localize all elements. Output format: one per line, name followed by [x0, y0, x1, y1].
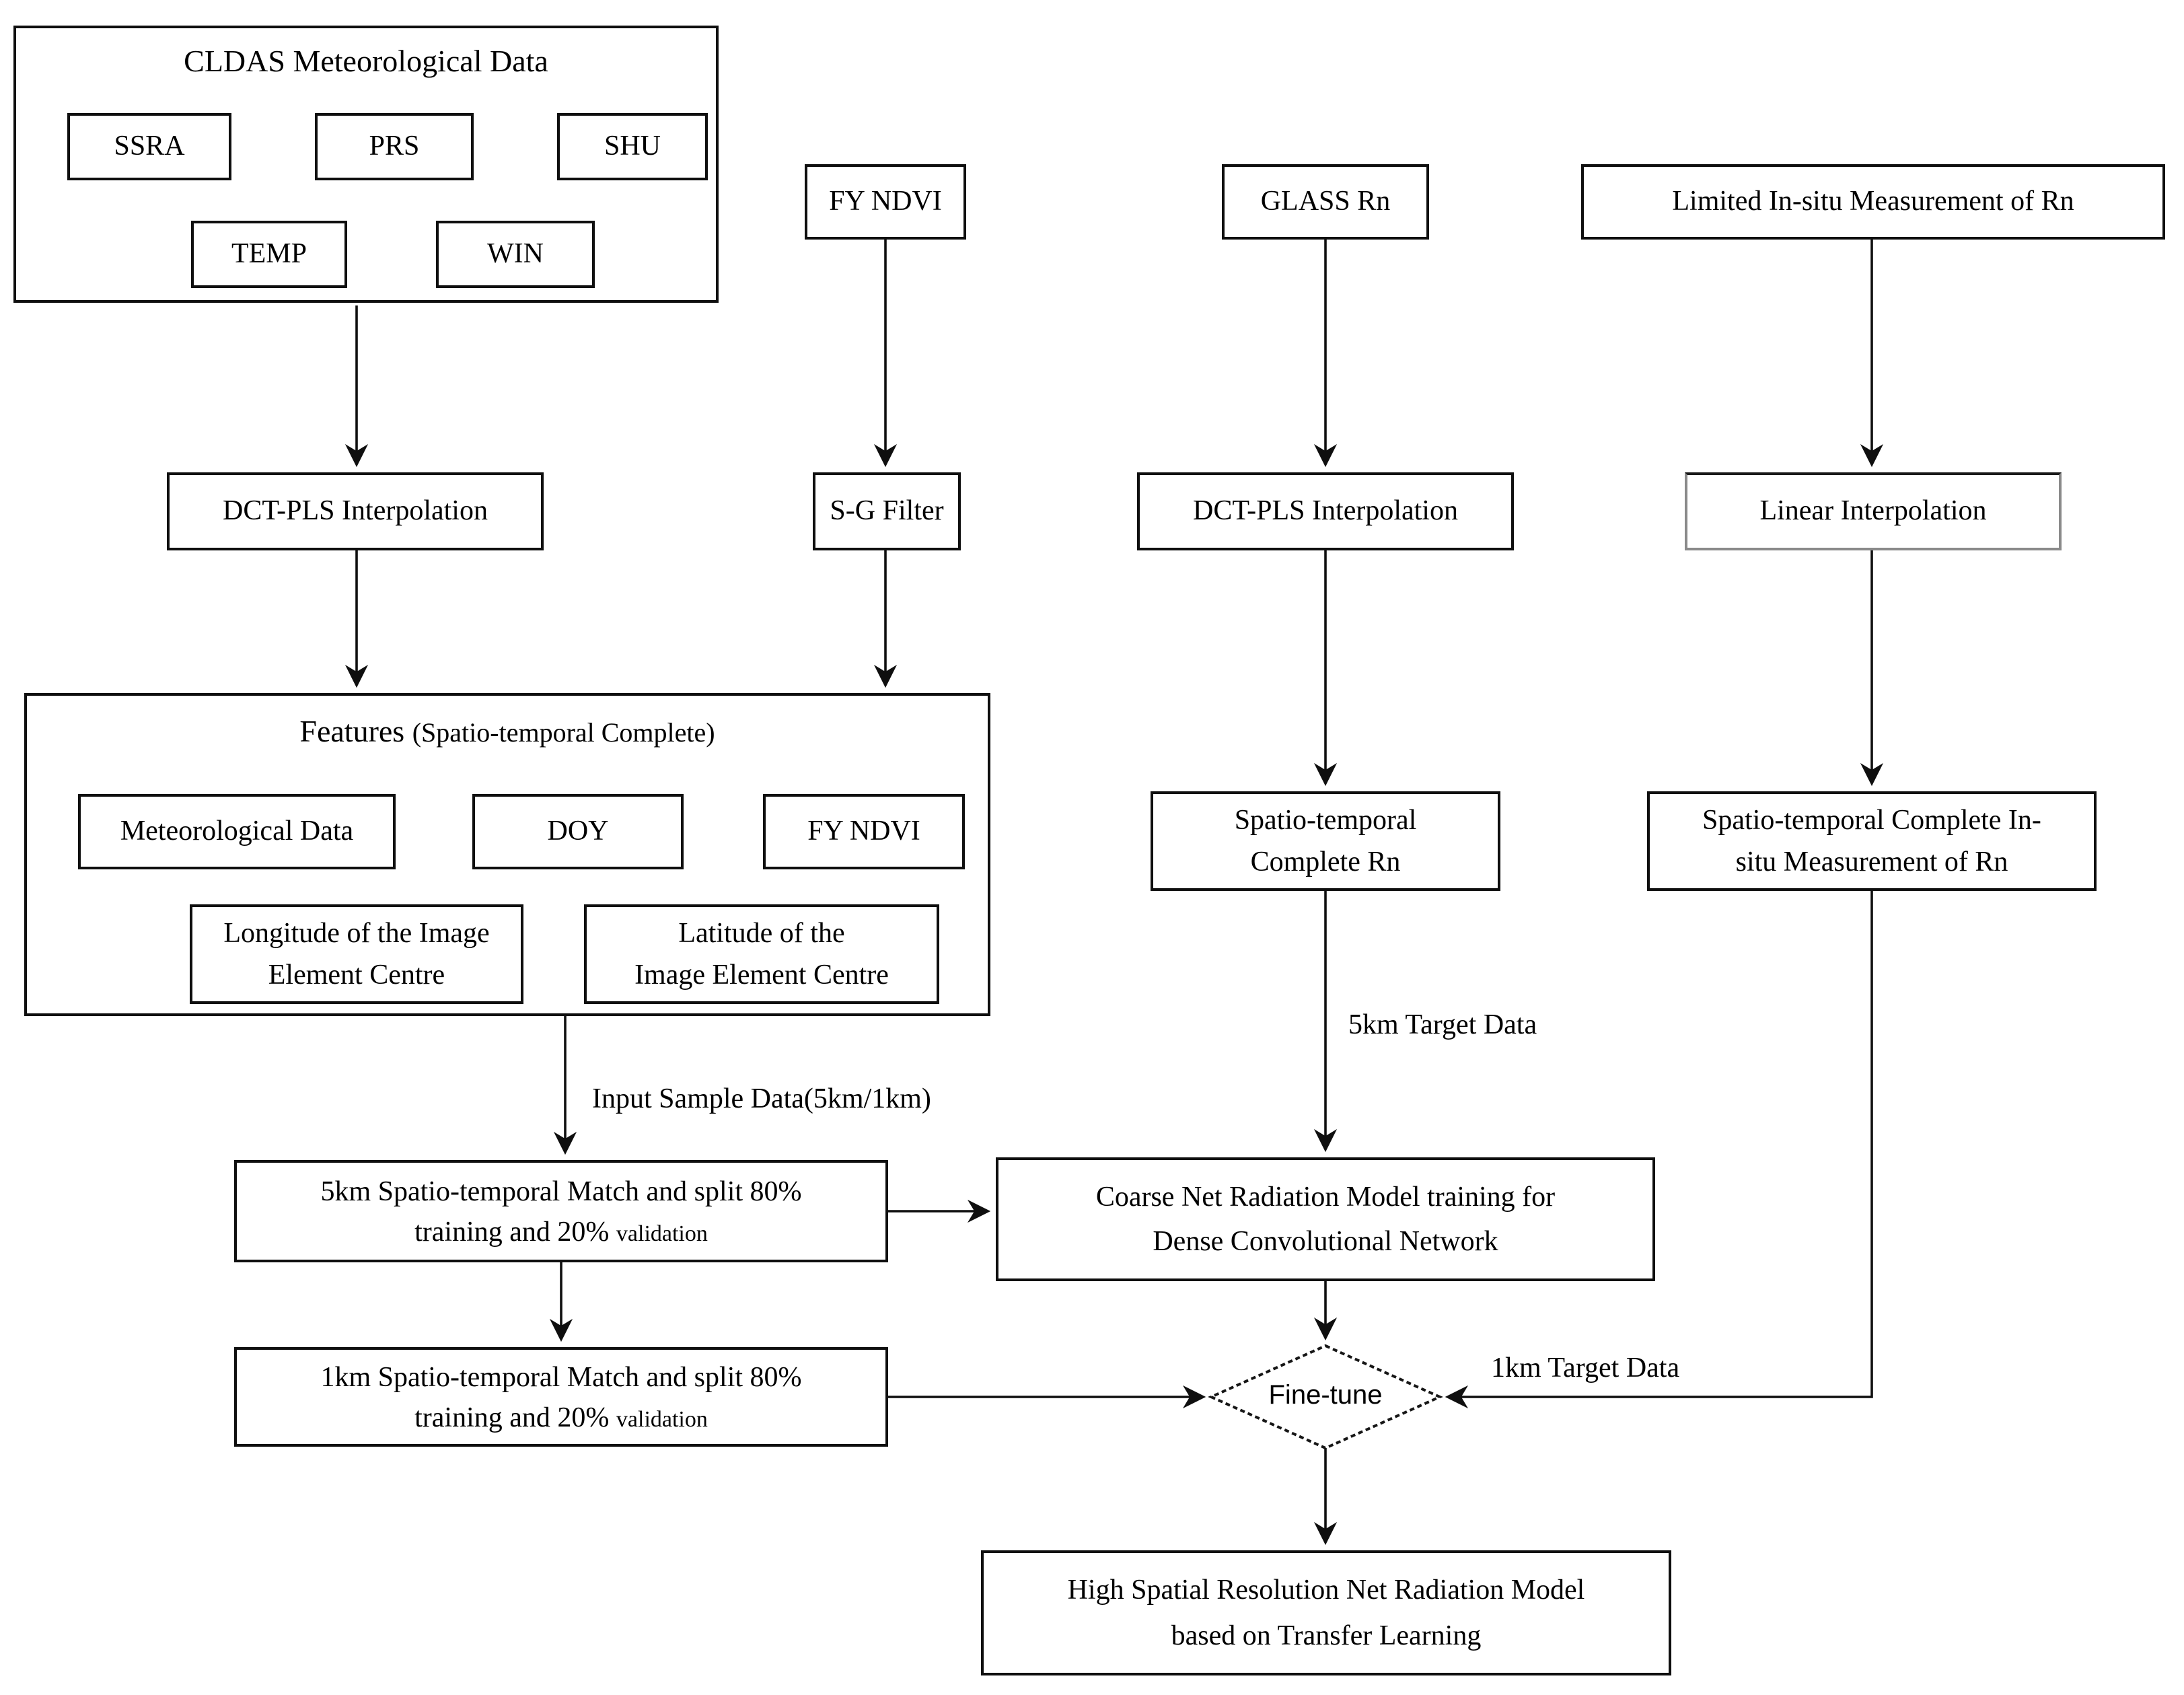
- features-title-sub: (Spatio-temporal Complete): [412, 719, 715, 748]
- node-feature-doy: DOY: [472, 794, 684, 869]
- features-title: Features (Spatio-temporal Complete): [27, 715, 988, 750]
- node-glass-rn: GLASS Rn: [1222, 164, 1429, 240]
- cldas-title: CLDAS Meteorological Data: [184, 44, 548, 78]
- node-spt-complete-insitu: Spatio-temporal Complete In-situ Measure…: [1647, 791, 2097, 891]
- node-shu: SHU: [557, 113, 708, 180]
- features-group-box: Features (Spatio-temporal Complete) Mete…: [24, 693, 990, 1016]
- match-1km-line2: training and 20% validation: [414, 1401, 708, 1433]
- arrow-sptinsitu-to-finetune: [1445, 891, 1873, 1409]
- features-title-main: Features: [299, 715, 412, 748]
- node-sg-filter: S-G Filter: [813, 472, 961, 550]
- node-dct-pls-interpolation-mid: DCT-PLS Interpolation: [1137, 472, 1514, 550]
- match-5km-validation: validation: [616, 1221, 708, 1246]
- node-ssra: SSRA: [67, 113, 231, 180]
- node-prs: PRS: [315, 113, 474, 180]
- node-linear-interpolation: Linear Interpolation: [1685, 472, 2062, 550]
- node-match-5km: 5km Spatio-temporal Match and split 80% …: [234, 1160, 888, 1262]
- node-final-model: High Spatial Resolution Net Radiation Mo…: [981, 1550, 1671, 1675]
- label-5km-target-data: 5km Target Data: [1348, 1008, 1537, 1040]
- match-1km-validation: validation: [616, 1406, 708, 1432]
- label-1km-target-data: 1km Target Data: [1491, 1351, 1680, 1383]
- match-5km-line1: 5km Spatio-temporal Match and split 80%: [320, 1174, 802, 1207]
- match-5km-line2: training and 20% validation: [414, 1215, 708, 1248]
- node-feature-fy-ndvi: FY NDVI: [763, 794, 965, 869]
- node-dct-pls-interpolation-left: DCT-PLS Interpolation: [167, 472, 544, 550]
- node-match-1km: 1km Spatio-temporal Match and split 80% …: [234, 1347, 888, 1447]
- match-1km-line1: 1km Spatio-temporal Match and split 80%: [320, 1360, 802, 1393]
- node-limited-insitu: Limited In-situ Measurement of Rn: [1581, 164, 2165, 240]
- node-fine-tune-label: Fine-tune: [1268, 1381, 1383, 1410]
- node-win: WIN: [436, 221, 595, 288]
- node-fy-ndvi-source: FY NDVI: [805, 164, 966, 240]
- label-input-sample-data: Input Sample Data(5km/1km): [592, 1082, 931, 1114]
- node-feature-met-data: Meteorological Data: [78, 794, 396, 869]
- cldas-group-box: CLDAS Meteorological Data SSRA PRS SHU T…: [13, 26, 719, 303]
- node-temp: TEMP: [191, 221, 347, 288]
